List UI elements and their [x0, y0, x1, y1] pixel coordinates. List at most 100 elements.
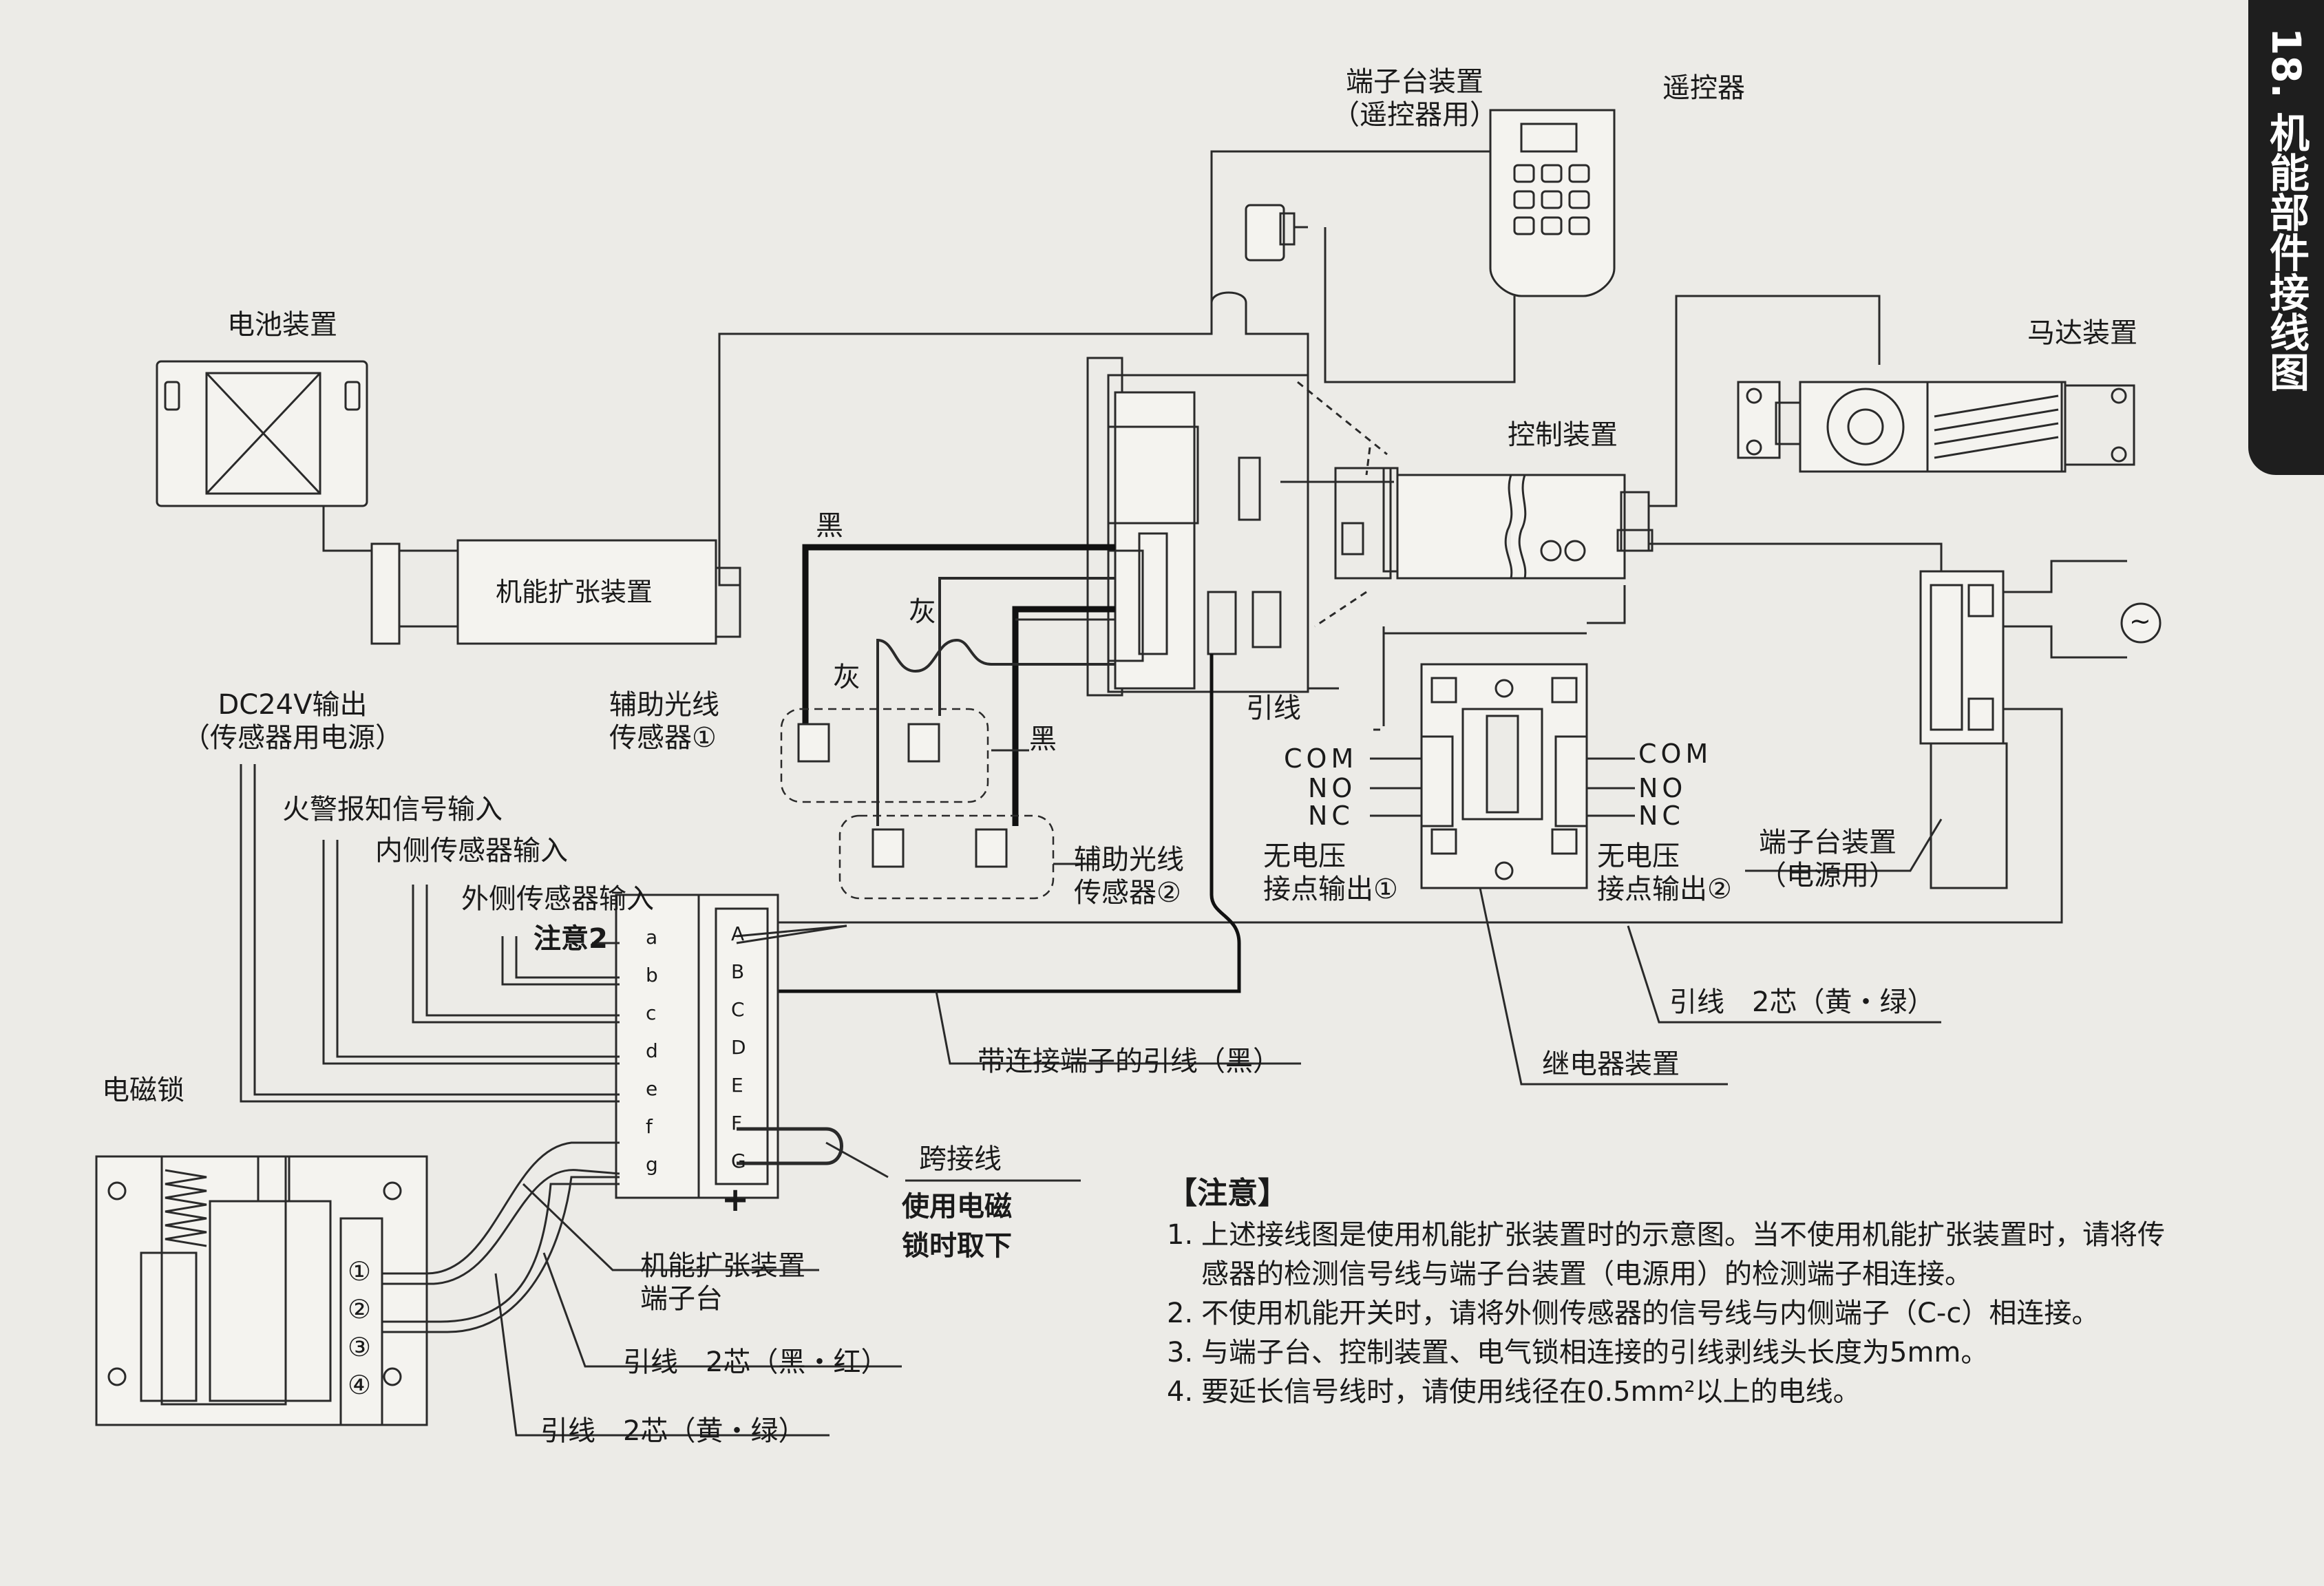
note-1-number: 1. — [1167, 1219, 1194, 1251]
terminal-c[interactable]: c — [646, 1002, 657, 1024]
relay-nc-right: NC — [1638, 801, 1684, 831]
notes-title: 【注意】 — [1167, 1176, 1288, 1211]
motor-label: 马达装置 — [2027, 317, 2137, 349]
jumper-note: 使用电磁 锁时取下 — [902, 1187, 1012, 1266]
black-label-1: 黑 — [816, 510, 843, 542]
terminal-C[interactable]: C — [731, 998, 745, 1021]
sensor1-label: 辅助光线 传感器① — [609, 688, 719, 754]
lead-br-leader — [542, 1252, 902, 1368]
sensor-wires — [802, 544, 1115, 826]
remote-label: 遥控器 — [1662, 72, 1745, 104]
outer-sensor-input-label: 外侧传感器输入 — [461, 883, 654, 915]
bracket-edge — [1307, 654, 1339, 690]
lead-yg-right-label: 引线 2芯（黄・绿） — [1669, 986, 1935, 1018]
terminal-block-power — [1919, 570, 2008, 889]
motor-unit — [1737, 381, 2135, 473]
sensor2-label: 辅助光线 传感器② — [1074, 843, 1184, 909]
jumper-note-line1: 使用电磁 — [902, 1191, 1012, 1223]
sensor2-label-line2: 传感器② — [1074, 877, 1181, 909]
input-wires — [240, 764, 620, 1103]
black-lead-leader — [935, 991, 1301, 1065]
lock-terminal-4[interactable]: ④ — [348, 1370, 372, 1400]
sensor1-label-line1: 辅助光线 — [609, 689, 719, 721]
plus-symbol: + — [721, 1181, 750, 1219]
expansion-label: 机能扩张装置 — [496, 577, 653, 607]
terminal-d[interactable]: d — [646, 1039, 658, 1062]
dc24-label-line1: DC24V输出 — [218, 689, 368, 721]
controller-to-motor-cable — [1649, 295, 1881, 507]
terminal-remote-label-line1: 端子台装置 — [1346, 66, 1483, 98]
sensor2-label-line1: 辅助光线 — [1074, 844, 1184, 876]
section-tab: 18. 机能部件接线图 — [2248, 0, 2324, 475]
jumper-note-line2: 锁时取下 — [902, 1230, 1012, 1262]
lead-yg-left-label: 引线 2芯（黄・绿） — [540, 1415, 806, 1447]
terminal-a[interactable]: a — [646, 926, 658, 949]
terminal-block-remote — [1245, 204, 1308, 262]
gray-label-1: 灰 — [909, 596, 936, 628]
power-signal-line — [719, 708, 2063, 924]
note2-label: 注意2 — [534, 923, 608, 955]
yg-lead-right-leader — [1627, 925, 1941, 1024]
black-label-2: 黑 — [1029, 723, 1057, 755]
section-title: 18. 机能部件接线图 — [2263, 28, 2310, 392]
dc24-label-line2: （传感器用电源） — [182, 722, 403, 754]
notes-section: 【注意】 1. 上述接线图是使用机能扩张装置时的示意图。当不使用机能扩张装置时，… — [1167, 1174, 2186, 1412]
expansion-terminal-label: 机能扩张装置 端子台 — [640, 1249, 805, 1315]
power-terminal-leader — [1745, 818, 1943, 872]
relay-output-2-label: 无电压 接点输出② — [1597, 840, 1732, 906]
lead-yg-left-leader — [494, 1273, 830, 1437]
terminal-f[interactable]: f — [646, 1115, 653, 1138]
lock-terminal-3[interactable]: ③ — [348, 1332, 372, 1362]
relay-unit — [1420, 663, 1588, 889]
note-2-text: 不使用机能开关时，请将外侧传感器的信号线与内侧端子（C-c）相连接。 — [1201, 1298, 2100, 1329]
remote-cable — [1324, 227, 1516, 383]
note-2-number: 2. — [1167, 1298, 1194, 1329]
terminal-b[interactable]: b — [646, 964, 658, 986]
relay-nc-left: NC — [1308, 801, 1354, 831]
ac-symbol: ~ — [2129, 606, 2151, 636]
electric-lock — [95, 1155, 428, 1426]
inner-sensor-input-label: 内侧传感器输入 — [375, 835, 568, 867]
terminal-B[interactable]: B — [731, 960, 745, 983]
aux-sensor-2 — [838, 814, 1055, 900]
battery-cable — [322, 506, 375, 552]
aux-sensor-1 — [780, 708, 989, 803]
relay-lead-wire — [1373, 626, 1385, 731]
terminal-power-label-line1: 端子台装置 — [1759, 827, 1897, 858]
relay-output-2-line2: 接点输出② — [1597, 874, 1732, 905]
note-item-3: 3. 与端子台、控制装置、电气锁相连接的引线剥线头长度为5mm。 — [1167, 1333, 2186, 1373]
lock-terminal-2[interactable]: ② — [348, 1294, 372, 1324]
relay-output-1-label: 无电压 接点输出① — [1263, 840, 1398, 906]
battery-unit — [156, 360, 368, 507]
ac-power-source — [2120, 602, 2162, 644]
terminal-e[interactable]: e — [646, 1077, 658, 1100]
terminal-power-label: 端子台装置 （电源用） — [1759, 826, 1897, 892]
dc24-label: DC24V输出 （传感器用电源） — [182, 688, 403, 754]
expansion-terminal-block — [615, 894, 779, 1199]
controller-to-power-terminal-cable — [1649, 542, 1943, 571]
lock-wires — [382, 1141, 620, 1333]
expansion-terminal-line2: 端子台 — [640, 1283, 723, 1315]
lead-black-connector-label: 带连接端子的引线（黑） — [978, 1046, 1280, 1077]
note-1-text: 上述接线图是使用机能扩张装置时的示意图。当不使用机能扩张装置时，请将传感器的检测… — [1201, 1219, 2165, 1290]
relay-output-1-line1: 无电压 — [1263, 840, 1346, 872]
note-4-text: 要延长信号线时，请使用线径在0.5mm²以上的电线。 — [1201, 1376, 1861, 1408]
terminal-F[interactable]: F — [731, 1112, 743, 1134]
controller-dashed-link — [1297, 381, 1388, 628]
terminal-G[interactable]: G — [731, 1150, 746, 1172]
controller-unit — [1334, 467, 1654, 580]
jumper-leader — [825, 1141, 889, 1178]
terminal-D[interactable]: D — [731, 1036, 746, 1059]
terminal-A[interactable]: A — [731, 922, 745, 945]
terminal-g[interactable]: g — [646, 1153, 658, 1176]
terminal-E[interactable]: E — [731, 1074, 743, 1097]
lock-terminal-1[interactable]: ① — [348, 1256, 372, 1287]
relay-no-left: NO — [1308, 773, 1357, 803]
relay-no-right: NO — [1638, 773, 1687, 803]
gray-label-2: 灰 — [833, 662, 860, 693]
battery-label: 电池装置 — [227, 309, 337, 341]
controller-label: 控制装置 — [1508, 419, 1618, 451]
expansion-terminal-line1: 机能扩张装置 — [640, 1250, 805, 1282]
